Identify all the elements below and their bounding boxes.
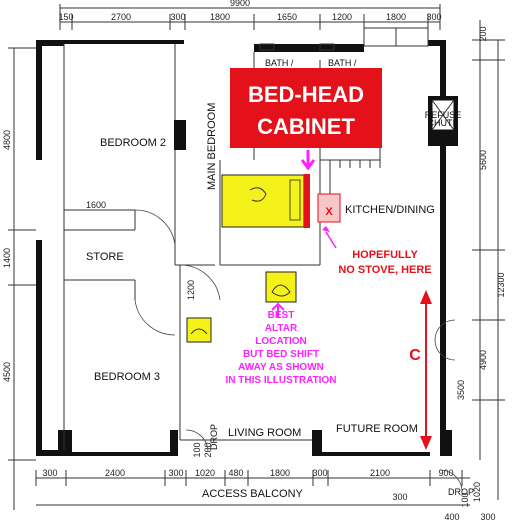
stove-note-line-2: NO STOVE, HERE <box>338 264 431 276</box>
dim-bottom-extra-4: 300 <box>480 512 495 522</box>
callout-line-1: BED-HEAD <box>248 82 364 107</box>
dim-top-7: 300 <box>426 12 441 22</box>
dim-bottom-4: 480 <box>228 468 243 478</box>
top-dimension-strip: 9900 150 2700 300 1800 1650 1200 1800 30… <box>58 0 442 30</box>
room-store: STORE <box>86 251 124 263</box>
dim-left-0: 4800 <box>2 130 12 150</box>
left-dimension-strip: 4800 1400 4500 <box>2 47 36 510</box>
dim-right-1: 5600 <box>478 150 488 170</box>
dim-bottom-1: 2400 <box>105 468 125 478</box>
stove-note: HOPEFULLY NO STOVE, HERE <box>338 249 431 276</box>
altar-note-line-1: BEST <box>268 310 295 321</box>
dim-bottom-extra-0: 300 <box>392 492 407 502</box>
dim-top-5: 1200 <box>332 12 352 22</box>
room-bedroom-3: BEDROOM 3 <box>94 371 160 383</box>
room-access-balcony: ACCESS BALCONY <box>202 488 304 500</box>
dim-bottom-2: 300 <box>168 468 183 478</box>
dim-top-1: 2700 <box>111 12 131 22</box>
dim-left-1: 1400 <box>2 248 12 268</box>
door-swings <box>134 27 463 491</box>
stove-note-line-1: HOPEFULLY <box>352 249 418 261</box>
dim-bottom-5: 1800 <box>270 468 290 478</box>
dim-bottom-0: 300 <box>42 468 57 478</box>
x-mark-label: X <box>325 206 333 218</box>
dim-top-total: 9900 <box>230 0 250 8</box>
room-bedroom-2: BEDROOM 2 <box>100 137 166 149</box>
dim-mid-1200: 1200 <box>186 280 196 300</box>
dim-top-0: 150 <box>58 12 73 22</box>
dim-left-2: 4500 <box>2 362 12 382</box>
bed-illustration <box>221 174 310 228</box>
dim-bottom-extra-3: 400 <box>444 512 459 522</box>
bed-head-cabinet-callout: BED-HEAD CABINET <box>230 68 382 171</box>
callout-line-2: CABINET <box>257 114 355 139</box>
altar-note-line-4: BUT BED SHIFT <box>243 349 319 360</box>
room-bath-2: BATH / <box>328 58 357 68</box>
dim-top-2: 300 <box>170 12 185 22</box>
dim-top-6: 1800 <box>386 12 406 22</box>
room-labels: BEDROOM 2 MAIN BEDROOM STORE BEDROOM 3 K… <box>86 58 474 500</box>
room-main-bedroom: MAIN BEDROOM <box>206 103 218 190</box>
altar-note: BEST ALTAR LOCATION BUT BED SHIFT AWAY A… <box>226 310 337 386</box>
altar-items <box>186 271 297 343</box>
altar-note-line-3: LOCATION <box>255 336 306 347</box>
x-mark-no-stove: X <box>317 193 341 249</box>
dim-top-4: 1650 <box>277 12 297 22</box>
room-living-room: LIVING ROOM <box>228 427 301 439</box>
dim-right-4: 3500 <box>456 380 466 400</box>
label-drop-right: DROP <box>448 487 474 497</box>
refuse-chute-label-2: CHUTE <box>428 118 459 128</box>
altar-note-line-2: ALTAR <box>265 323 298 334</box>
dim-left-inner-1600: 1600 <box>86 200 106 210</box>
dim-bottom-7: 2100 <box>370 468 390 478</box>
right-dimension-strip: 200 5600 12300 4900 3500 <box>456 20 506 500</box>
dim-bottom-extra-1: 100 <box>460 492 470 507</box>
dim-top-3: 1800 <box>210 12 230 22</box>
c-label: C <box>409 347 421 364</box>
room-future-room: FUTURE ROOM <box>336 423 418 435</box>
refuse-chute-label-1: REFUSE <box>425 110 462 120</box>
room-kitchen-dining: KITCHEN/DINING <box>345 204 435 216</box>
dim-right-3: 4900 <box>478 350 488 370</box>
dim-bottom-8: 900 <box>438 468 453 478</box>
altar-note-line-5: AWAY AS SHOWN <box>238 362 324 373</box>
dim-bottom-3: 1020 <box>195 468 215 478</box>
altar-note-line-6: IN THIS ILLUSTRATION <box>226 375 337 386</box>
dim-bottom-extra-2: 1020 <box>472 482 482 502</box>
dim-right-2: 12300 <box>496 272 506 297</box>
dim-right-0: 200 <box>478 26 488 41</box>
dim-bottom-small-0: 100 <box>192 442 202 457</box>
room-bath-1: BATH / <box>265 58 294 68</box>
bottom-dimension-strip: 300 2400 300 1020 480 1800 300 2100 900 … <box>35 442 496 522</box>
dim-bottom-6: 300 <box>312 468 327 478</box>
c-distance-arrow: C <box>409 290 432 450</box>
label-drop-left: DROP <box>209 424 219 450</box>
refuse-chute: REFUSE CHUTE <box>425 99 462 131</box>
